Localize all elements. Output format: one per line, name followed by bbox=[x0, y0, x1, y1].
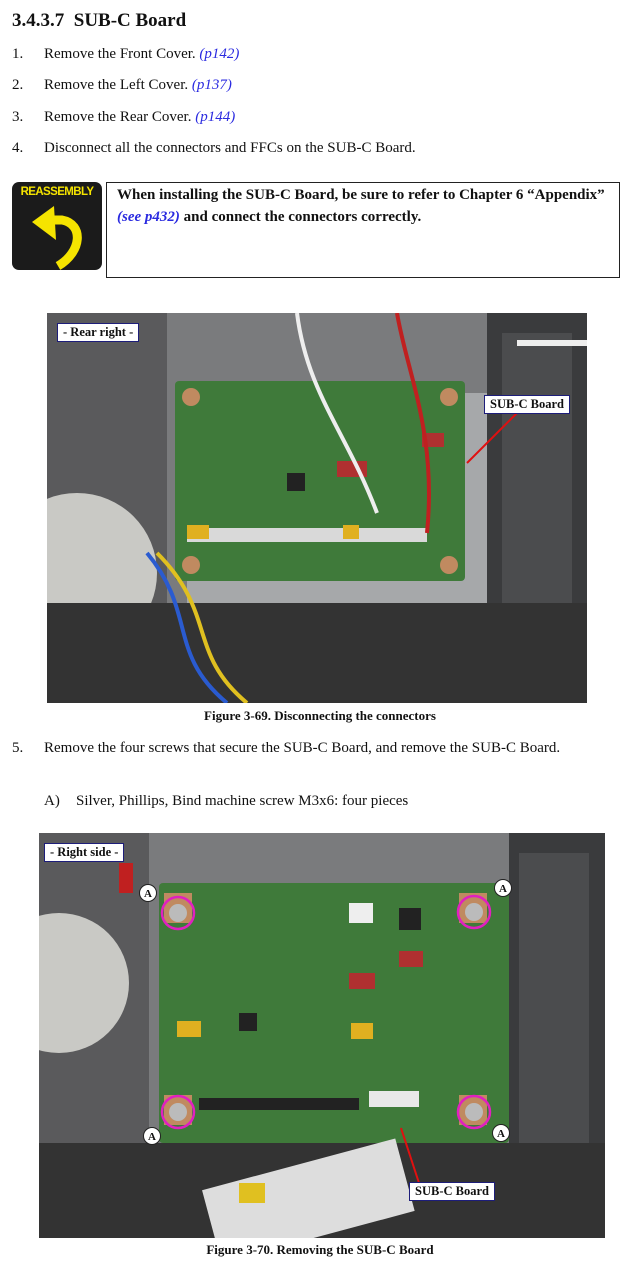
section-title: 3.4.3.7 SUB-C Board bbox=[12, 10, 187, 31]
step-4: 4.Disconnect all the connectors and FFCs… bbox=[12, 140, 416, 156]
screw-marker-a: A bbox=[494, 879, 512, 897]
figure-1-photo: - Rear right - SUB-C Board bbox=[47, 313, 587, 703]
board-photo-illustration bbox=[39, 833, 605, 1238]
figure-1-caption: Figure 3-69. Disconnecting the connector… bbox=[204, 708, 436, 723]
step-2: 2.Remove the Left Cover. (p137) bbox=[12, 77, 232, 93]
screw-marker-a: A bbox=[143, 1127, 161, 1145]
page-link[interactable]: (p142) bbox=[199, 46, 240, 62]
page-link[interactable]: (p144) bbox=[195, 109, 236, 125]
reassembly-icon: REASSEMBLY bbox=[12, 182, 102, 270]
board-photo-illustration bbox=[47, 313, 587, 703]
figure-2-caption: Figure 3-70. Removing the SUB-C Board bbox=[206, 1242, 434, 1257]
screw-marker-a: A bbox=[139, 884, 157, 902]
view-label: - Right side - bbox=[44, 843, 125, 862]
view-label: - Rear right - bbox=[57, 323, 140, 342]
step-1: 1.Remove the Front Cover. (p142) bbox=[12, 46, 240, 62]
figure-2-photo: - Right side - SUB-C Board A A A A bbox=[39, 833, 605, 1238]
step-5: 5.Remove the four screws that secure the… bbox=[12, 740, 561, 756]
reassembly-note: When installing the SUB-C Board, be sure… bbox=[106, 182, 620, 278]
screw-marker-a: A bbox=[492, 1124, 510, 1142]
step-3: 3.Remove the Rear Cover. (p144) bbox=[12, 109, 236, 125]
sub-c-board-callout: SUB-C Board bbox=[409, 1182, 495, 1201]
page-link[interactable]: (p137) bbox=[191, 77, 232, 93]
step-5-sub-a: A)Silver, Phillips, Bind machine screw M… bbox=[44, 793, 409, 809]
sub-c-board-callout: SUB-C Board bbox=[484, 395, 570, 414]
page-link[interactable]: (see p432) bbox=[117, 209, 180, 225]
